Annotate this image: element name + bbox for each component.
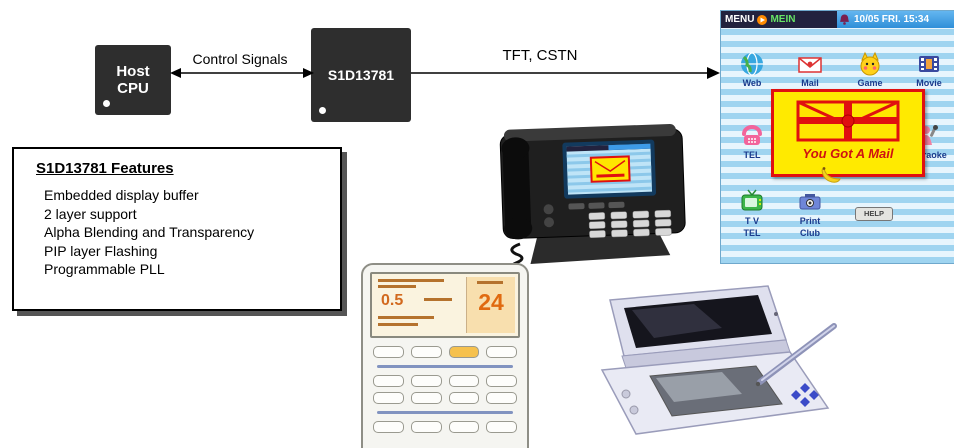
phone-softkeys bbox=[568, 201, 625, 210]
bell-icon bbox=[840, 14, 849, 25]
tv-tel-icon bbox=[739, 189, 765, 215]
feature-item: Programmable PLL bbox=[44, 261, 165, 278]
remote-button bbox=[448, 346, 480, 358]
phone-menu-label: Print bbox=[799, 216, 821, 226]
header-time-area: 10/05 FRI. 15:34 bbox=[837, 11, 954, 28]
remote-button bbox=[486, 392, 517, 404]
remote-button-group bbox=[363, 372, 527, 407]
movie-icon bbox=[916, 51, 942, 77]
host-cpu-label-line1: Host bbox=[116, 62, 150, 80]
remote-section-divider bbox=[377, 365, 513, 368]
mail-icon bbox=[797, 51, 823, 77]
s1d13781-chip-block: S1D13781 bbox=[311, 28, 411, 122]
phone-menu-item-tv-tel: T V TEL bbox=[728, 189, 776, 239]
tel-icon bbox=[739, 123, 765, 149]
header-menu-area: MENU MEIN bbox=[721, 11, 837, 28]
phone-menu-label: Web bbox=[742, 78, 762, 88]
remote-button bbox=[373, 346, 404, 358]
mein-label: MEIN bbox=[770, 14, 796, 25]
mail-popup: You Got A Mail bbox=[771, 89, 925, 177]
popup-text: You Got A Mail bbox=[802, 146, 894, 161]
chip-pin1-dot bbox=[103, 100, 110, 107]
phone-menu-label: Karaoke bbox=[911, 150, 947, 160]
web-icon bbox=[739, 51, 765, 77]
envelope-icon bbox=[796, 100, 900, 142]
remote-button bbox=[373, 421, 404, 433]
phone-menu-item-tel: TEL bbox=[728, 123, 776, 161]
remote-button bbox=[448, 421, 480, 433]
remote-button bbox=[410, 346, 442, 358]
phone-menu-item-web: Web bbox=[728, 51, 776, 89]
remote-body: 0.5 24 bbox=[361, 263, 529, 448]
feature-item: Alpha Blending and Transparency bbox=[44, 224, 255, 241]
remote-button bbox=[486, 375, 517, 387]
feature-item: 2 layer support bbox=[44, 205, 137, 222]
display-bus-label: TFT, CSTN bbox=[502, 47, 578, 64]
desk-phone-photo bbox=[499, 123, 686, 268]
features-box: S1D13781 Features Embedded display buffe… bbox=[12, 147, 342, 311]
chip-label: S1D13781 bbox=[327, 67, 395, 83]
banana-icon bbox=[821, 166, 841, 183]
display-bus-arrow bbox=[411, 67, 720, 79]
handheld-console-photo bbox=[600, 285, 837, 435]
remote-lcd-left-value: 0.5 bbox=[381, 292, 404, 309]
phone-menu-item-movie: Movie bbox=[905, 51, 953, 89]
console-logo-diamonds bbox=[791, 383, 819, 407]
stylus bbox=[755, 323, 837, 387]
remote-button-group bbox=[363, 418, 527, 436]
remote-button-group bbox=[363, 343, 527, 361]
control-signals-arrow bbox=[170, 68, 314, 78]
phone-menu-label: Mail bbox=[801, 78, 819, 88]
phone-handset bbox=[501, 137, 533, 240]
help-badge: HELP bbox=[855, 207, 893, 221]
remote-button bbox=[486, 346, 517, 358]
console-top-lid bbox=[609, 285, 788, 357]
remote-button bbox=[486, 421, 517, 433]
remote-button bbox=[410, 421, 442, 433]
remote-button bbox=[410, 392, 442, 404]
diagram-arrows bbox=[170, 67, 720, 79]
remote-lcd-right-panel: 24 bbox=[466, 277, 515, 333]
phone-menu-item-game: Game bbox=[846, 51, 894, 89]
phone-screen-header: MENU MEIN 10/05 FRI. 15:34 bbox=[721, 11, 954, 28]
phone-menu-item-mail: Mail bbox=[786, 51, 834, 89]
print-club-icon bbox=[797, 189, 823, 215]
feature-item: Embedded display buffer bbox=[44, 187, 199, 203]
datetime-label: 10/05 FRI. 15:34 bbox=[854, 14, 930, 25]
phone-menu-label: Movie bbox=[916, 78, 942, 88]
feature-item: PIP layer Flashing bbox=[44, 242, 158, 259]
phone-menu-item-print-club: Print Club bbox=[786, 189, 834, 239]
remote-button bbox=[448, 392, 480, 404]
chip-pin1-dot bbox=[319, 107, 326, 114]
mini-mail-popup bbox=[589, 155, 631, 183]
phone-mini-screen bbox=[562, 139, 657, 199]
phone-menu-label: T V bbox=[744, 216, 759, 226]
remote-lcd: 0.5 24 bbox=[370, 272, 520, 338]
phone-menu-label: TEL bbox=[743, 227, 761, 238]
game-icon bbox=[857, 51, 883, 77]
remote-button bbox=[410, 375, 442, 387]
menu-label: MENU bbox=[725, 14, 755, 25]
phone-menu-label: Club bbox=[800, 227, 820, 238]
host-cpu-block: Host CPU bbox=[95, 45, 171, 115]
phone-keypad bbox=[588, 209, 672, 239]
play-icon bbox=[757, 14, 768, 25]
host-cpu-label-line2: CPU bbox=[117, 80, 149, 97]
remote-button bbox=[373, 392, 404, 404]
phone-menu-label: Game bbox=[857, 78, 883, 88]
remote-button bbox=[373, 375, 404, 387]
phone-screen-display: MENU MEIN 10/05 FRI. 15:34 Web bbox=[720, 10, 954, 264]
remote-lcd-right-value: 24 bbox=[478, 289, 504, 315]
remote-button bbox=[448, 375, 480, 387]
control-signals-label: Control Signals bbox=[192, 51, 288, 67]
phone-menu-label: TEL bbox=[743, 150, 761, 160]
remote-section-divider bbox=[377, 411, 513, 414]
remote-control-photo: 0.5 24 bbox=[359, 263, 531, 448]
features-title: S1D13781 Features bbox=[36, 160, 174, 177]
